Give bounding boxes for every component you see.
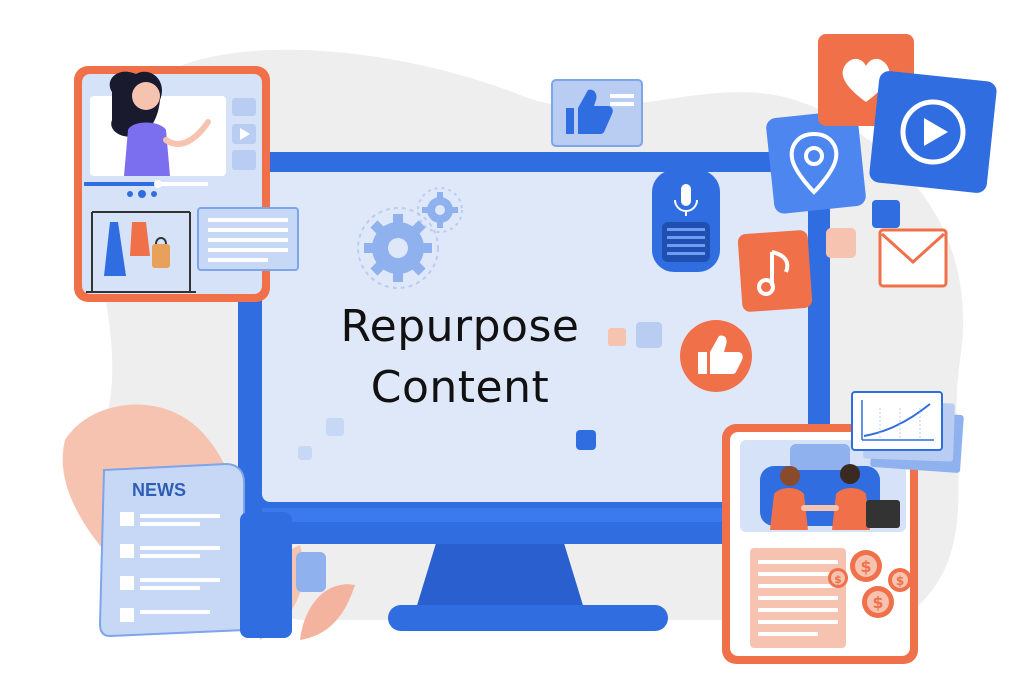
headline-line-2: Content xyxy=(370,362,550,413)
headline-line-1: Repurpose xyxy=(340,301,580,352)
gear-icon xyxy=(357,207,439,289)
location-pin-icon xyxy=(766,110,866,214)
decor-square xyxy=(826,228,856,258)
svg-text:$: $ xyxy=(896,574,904,588)
play-icon xyxy=(869,71,997,193)
decor-square xyxy=(636,322,662,348)
dollar-coin-icon: $ $ $ $ xyxy=(828,550,912,618)
thumbs-up-icon xyxy=(680,320,752,392)
monitor-stand xyxy=(415,530,585,612)
svg-text:$: $ xyxy=(834,573,842,586)
svg-text:$: $ xyxy=(860,557,871,576)
decor-square xyxy=(576,430,596,450)
news-label: NEWS xyxy=(132,480,186,500)
news-card xyxy=(98,462,326,638)
decor-square xyxy=(872,200,900,228)
deal-card xyxy=(722,424,918,664)
decor-square xyxy=(326,418,344,436)
monitor-chin-highlight xyxy=(262,508,808,522)
growth-chart-icon xyxy=(851,391,964,473)
text-card xyxy=(197,207,299,271)
gear-icon xyxy=(417,187,463,233)
decor-square xyxy=(608,328,626,346)
monitor-base xyxy=(388,605,668,631)
plant-leaf xyxy=(300,584,355,640)
microphone-icon xyxy=(652,170,720,272)
music-note-icon xyxy=(737,230,813,312)
like-icon xyxy=(551,79,643,147)
mail-icon xyxy=(878,228,948,288)
svg-text:$: $ xyxy=(872,593,883,612)
decor-square xyxy=(298,446,312,460)
